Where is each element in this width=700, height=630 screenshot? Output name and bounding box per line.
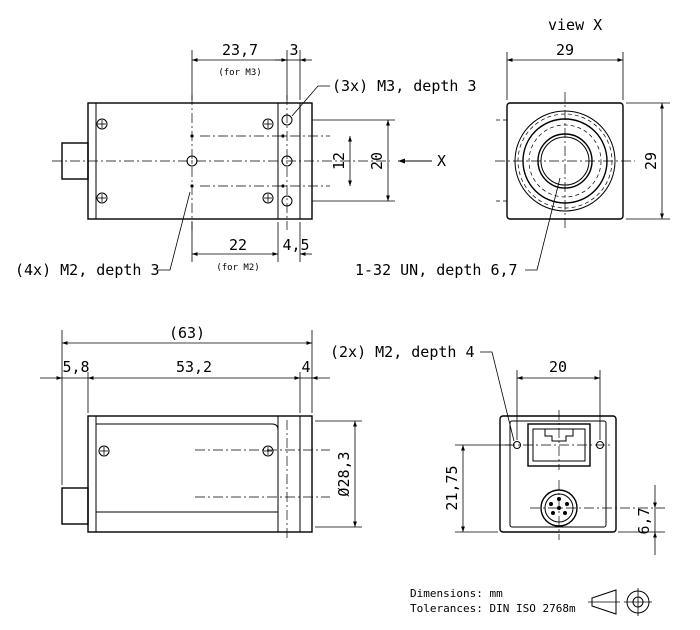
- dim-63-overall: (63): [169, 324, 205, 342]
- side-view-body: [87, 415, 313, 533]
- dim-53-2: 53,2: [176, 358, 212, 376]
- tolerances-note: Tolerances: DIN ISO 2768m: [410, 602, 576, 615]
- rear-view-dimensions: (2x) M2, depth 4 20 21,75 6,7: [330, 343, 665, 555]
- side-view-screws: [98, 445, 274, 457]
- dim-20-height: 20: [368, 152, 386, 170]
- side-view: [61, 415, 330, 540]
- footer-notes: Dimensions: mm Tolerances: DIN ISO 2768m: [410, 587, 576, 615]
- callout-m2-rear-holes: (2x) M2, depth 4: [330, 343, 475, 361]
- dim-4: 4: [301, 358, 310, 376]
- callout-m3-holes: (3x) M3, depth 3: [332, 77, 477, 95]
- rear-view-body: [499, 415, 617, 533]
- dim-20-rear: 20: [549, 358, 567, 376]
- rear-view: [499, 410, 665, 540]
- callout-m2-holes: (4x) M2, depth 3: [15, 261, 160, 279]
- dim-12-spacing: 12: [330, 152, 348, 170]
- dim-5-8: 5,8: [62, 358, 89, 376]
- dim-22: 22: [229, 236, 247, 254]
- dimensions-unit-note: Dimensions: mm: [410, 587, 503, 600]
- top-view-screws: [96, 118, 274, 204]
- dim-23-7: 23,7: [222, 41, 258, 59]
- front-view: view X 29 29 1-32 UN, depth 6,7: [355, 16, 670, 279]
- dim-diameter-28-3: Ø28,3: [335, 451, 353, 496]
- dim-for-m3-note: (for M3): [218, 68, 261, 78]
- dim-3: 3: [289, 41, 298, 59]
- side-view-connector-stub: [61, 487, 89, 525]
- dim-29-height: 29: [642, 152, 660, 170]
- dim-21-75: 21,75: [443, 465, 461, 510]
- view-x-title: view X: [548, 16, 602, 34]
- projection-symbol-icon: [588, 588, 652, 616]
- side-view-dimensions: (63) 5,8 53,2 4 Ø28,3: [40, 324, 362, 528]
- dim-4-5: 4,5: [282, 236, 309, 254]
- top-view-dimensions: 23,7 (for M3) 3 (3x) M3, depth 3 20 12 X…: [15, 41, 477, 279]
- dim-for-m2-note: (for M2): [216, 263, 259, 273]
- top-view: [52, 95, 390, 230]
- dim-6-7: 6,7: [635, 507, 653, 534]
- callout-c-mount-thread: 1-32 UN, depth 6,7: [355, 261, 518, 279]
- view-x-arrow-label: X: [437, 152, 446, 170]
- dim-29-width: 29: [556, 41, 574, 59]
